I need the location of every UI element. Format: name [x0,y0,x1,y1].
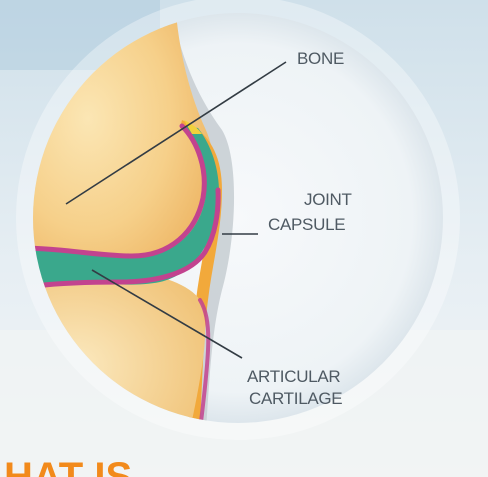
label-cartilage: CARTILAGE [249,389,342,408]
label-bone: BONE [297,49,344,68]
label-joint: JOINT [304,190,352,209]
partial-heading: HAT IS [4,455,132,477]
label-articular: ARTICULAR [247,367,340,386]
label-capsule: CAPSULE [268,215,345,234]
